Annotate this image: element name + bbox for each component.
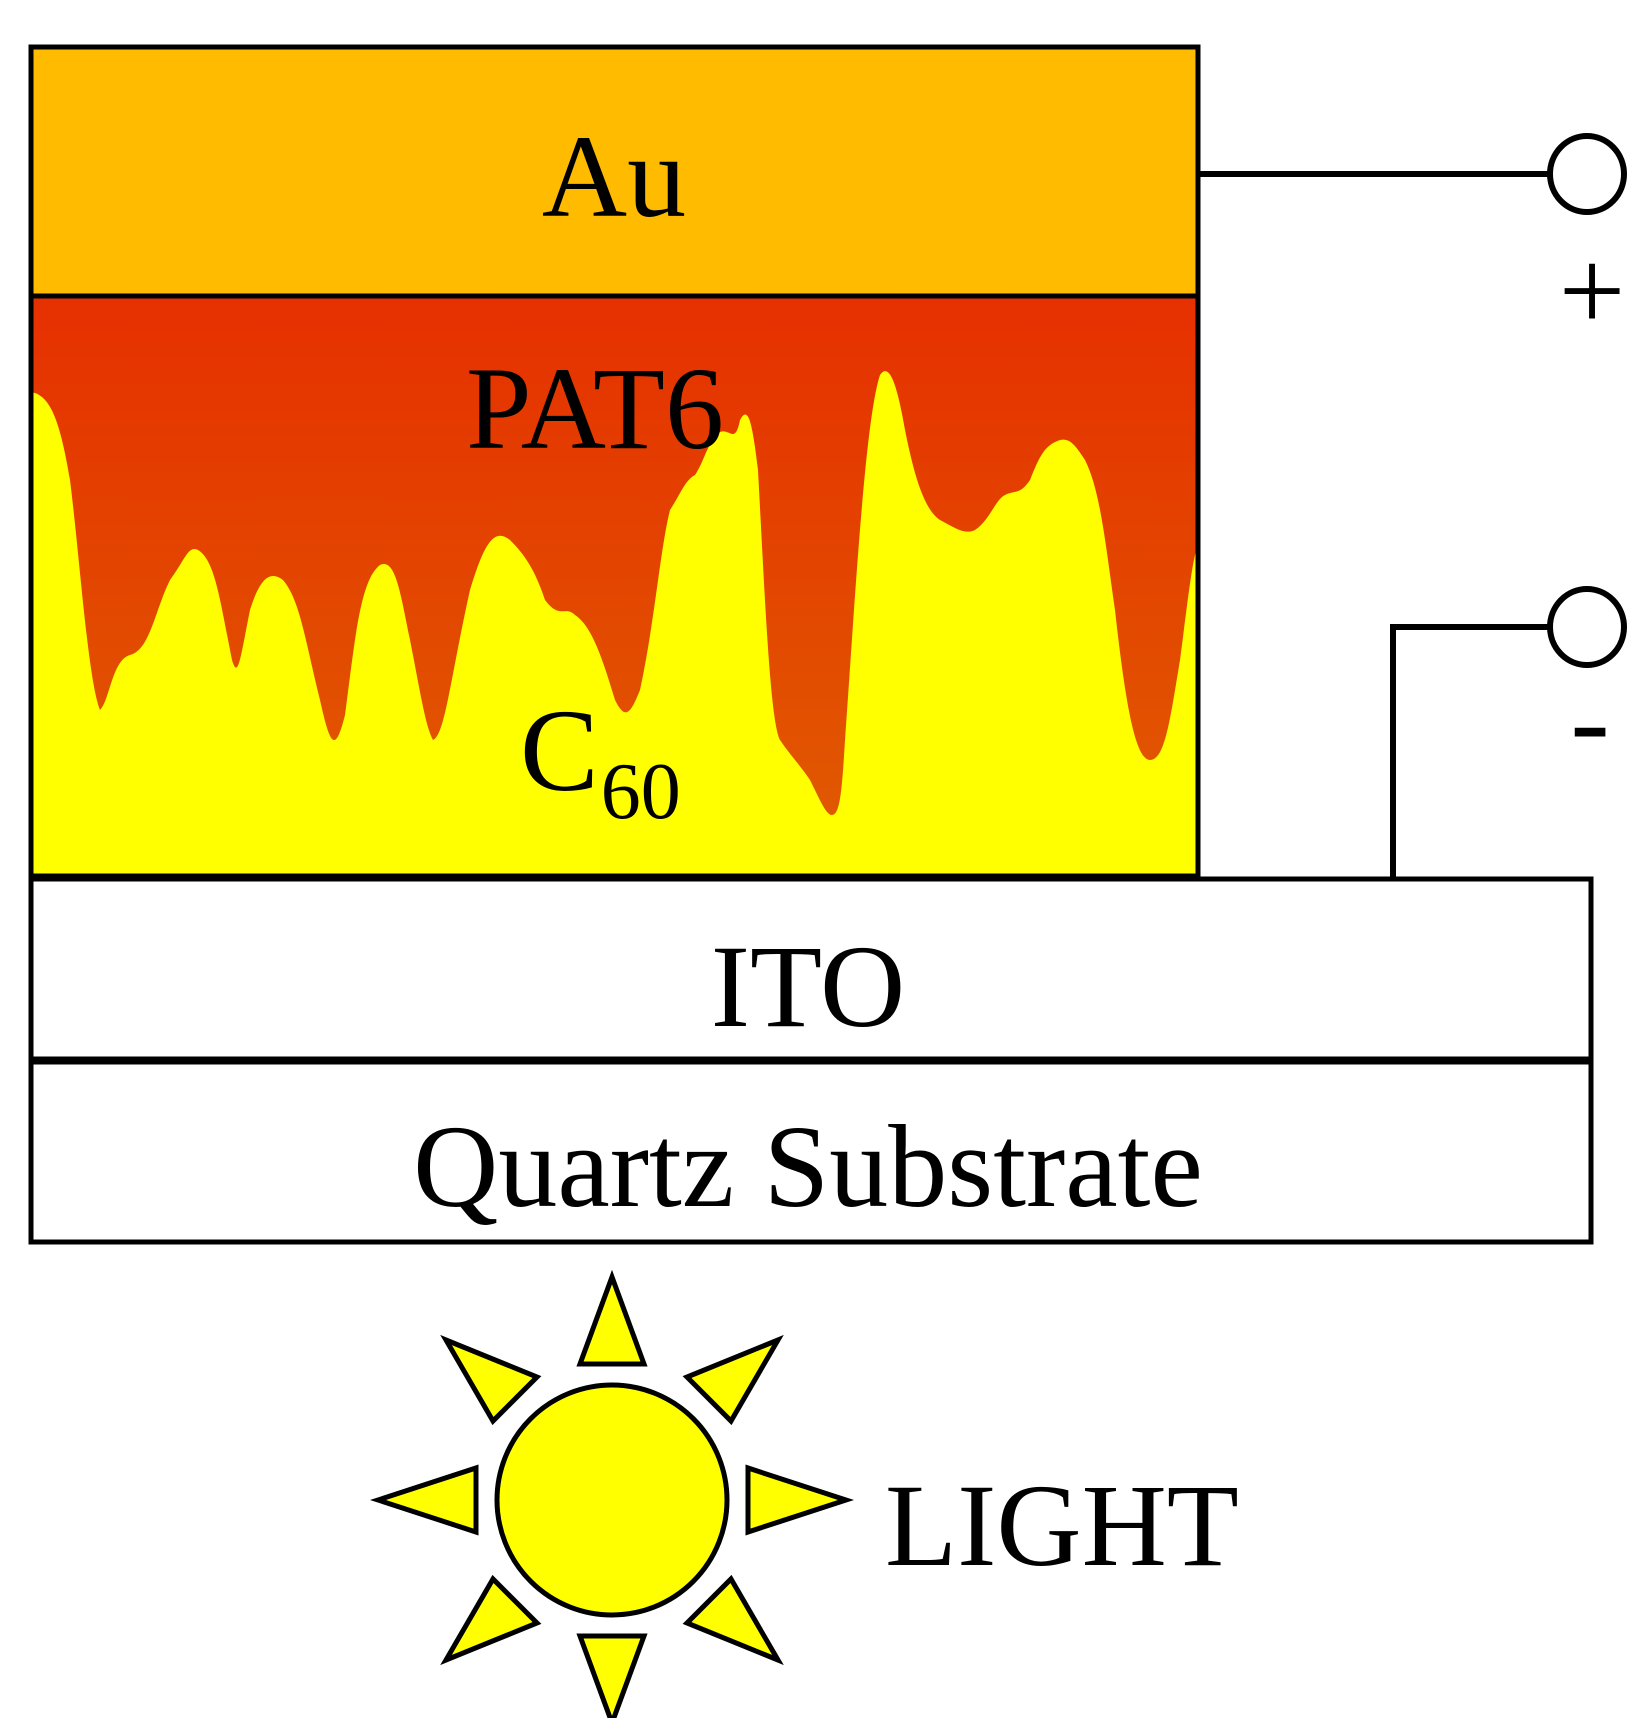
sun-icon: [369, 1269, 855, 1718]
negative-wire: [1390, 624, 1548, 879]
sun-ray-bottom: [576, 1633, 648, 1718]
substrate-label: Quartz Substrate: [413, 1101, 1203, 1232]
sun-ray-right: [745, 1464, 855, 1536]
sun-core: [494, 1382, 730, 1618]
ito-layer: [28, 876, 1594, 1062]
pat6-label: PAT6: [466, 343, 724, 474]
ito-label: ITO: [711, 921, 905, 1052]
c60-region: [31, 371, 1198, 876]
sun-ray-bottom-right: [682, 1574, 784, 1666]
sun-ray-top-left: [440, 1334, 542, 1426]
c60-label: C60: [520, 685, 681, 836]
sun-ray-top: [576, 1269, 648, 1367]
negative-terminal: [1547, 586, 1627, 668]
light-label: LIGHT: [885, 1460, 1239, 1591]
device-stack-outline: [28, 44, 1201, 879]
quartz-substrate-layer: [28, 1059, 1594, 1245]
positive-symbol: +: [1559, 225, 1626, 356]
au-label: Au: [542, 111, 686, 242]
negative-symbol: -: [1570, 655, 1609, 786]
sun-ray-bottom-left: [440, 1574, 542, 1666]
positive-terminal: [1547, 133, 1627, 215]
au-layer: [28, 44, 1201, 299]
sun-ray-top-right: [682, 1334, 784, 1426]
sun-ray-left: [369, 1464, 479, 1536]
